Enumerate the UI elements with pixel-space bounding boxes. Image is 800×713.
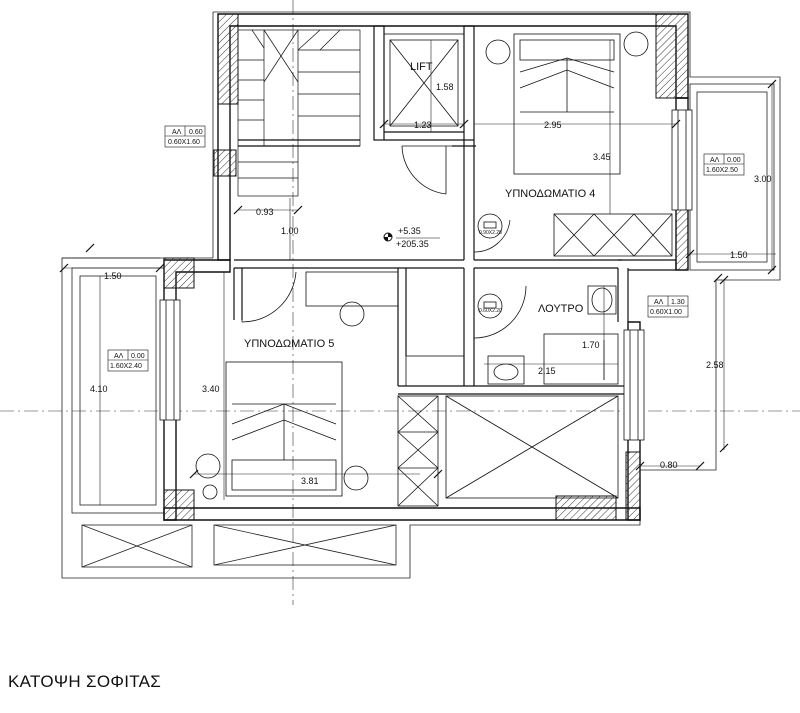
west-balcony [71,267,165,514]
dim-lift-height: 1.58 [436,82,454,92]
dim-bedroom5-width: 3.81 [301,476,319,486]
door-tag-2: 0.60X2.20 [479,308,502,314]
exterior-walls [163,13,689,521]
level-absolute: +205.35 [396,239,429,249]
window-tag [647,295,689,318]
dim-bedroom4-width: 2.95 [544,120,562,130]
dim-bedroom4-height: 3.45 [593,152,611,162]
window-tag-2-value: 0.00 [727,157,741,164]
dim-hall-width: 0.93 [256,207,274,217]
dimension-values: 1.58 1.23 2.95 3.45 0.93 1.00 3.00 1.50 … [90,82,772,486]
dim-east-balcony-height: 3.00 [754,174,772,184]
drawing-caption: ΚΑΤΟΨΗ ΣΟΦΙΤΑΣ [8,672,162,691]
window-tag-3-value: 1.30 [671,299,685,306]
doors [241,145,527,339]
window-tag-1-value: 0.60 [189,129,203,136]
label-lift: LIFT [410,61,433,73]
dimension-ticks [59,79,777,479]
dim-east-side-height: 2.58 [706,360,724,370]
label-bathroom: ΛΟΥΤΡΟ [538,303,584,315]
dim-bathroom-height: 1.70 [582,340,600,350]
window-tag-4-value: 0.00 [131,353,145,360]
dim-bedroom5-height: 3.40 [202,384,220,394]
label-bedroom-4: ΥΠΝΟΔΩΜΑΤΙΟ 4 [505,188,595,200]
dim-east-balcony-width: 1.50 [730,250,748,260]
window-tag-2-code: ΑΛ [710,157,720,164]
lift-shaft [383,33,465,133]
window-tag-1-size: 0.60X1.60 [168,139,200,146]
window-tag [164,125,206,148]
window-tag-3-size: 0.60X1.00 [650,309,682,316]
door-tag-1: 0.90X2.20 [479,230,502,236]
window-tag [107,349,149,372]
window-tag-1-code: ΑΛ [172,129,182,136]
level-marker: +5.35 +205.35 [383,226,440,249]
window-tag [703,153,745,176]
window-tag-2-size: 1.60X2.50 [706,167,738,174]
dim-bathroom-width: 2.15 [538,366,556,376]
room-labels: LIFT ΥΠΝΟΔΩΜΑΤΙΟ 4 ΥΠΝΟΔΩΜΑΤΙΟ 5 ΛΟΥΤΡΟ [244,61,595,350]
south-planter [81,524,397,568]
dim-west-balcony-height: 4.10 [90,384,108,394]
window-tag-4-size: 1.60X2.40 [110,363,142,370]
window-tag-4-code: ΑΛ [114,353,124,360]
staircase [237,29,361,197]
dim-lift-width: 1.23 [414,120,432,130]
axis-lines [0,0,800,605]
windows [159,109,693,441]
bed-room-5 [195,271,465,507]
dimension-lines [64,40,776,505]
dim-east-side-width: 0.80 [660,460,678,470]
dim-hall-height: 1.00 [281,226,299,236]
void-cross [445,395,619,499]
bed-room-4 [477,31,673,257]
dim-west-balcony-width: 1.50 [104,271,122,281]
window-tag-3-code: ΑΛ [654,299,664,306]
label-bedroom-5: ΥΠΝΟΔΩΜΑΤΙΟ 5 [244,338,334,350]
level-relative: +5.35 [398,226,421,236]
hatched-walls [163,13,689,521]
